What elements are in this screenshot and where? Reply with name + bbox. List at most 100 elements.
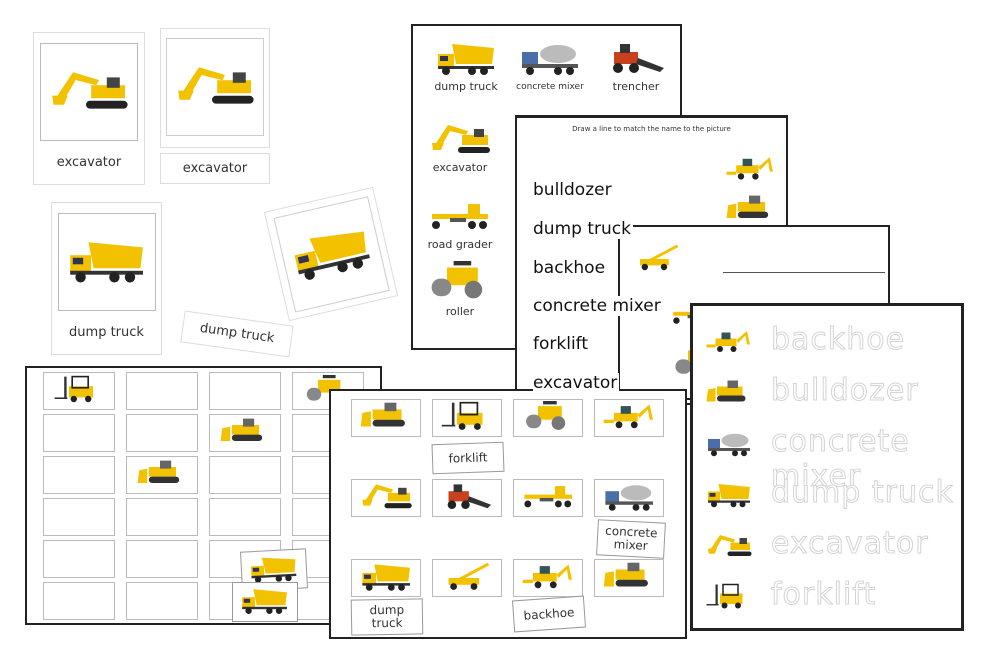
grid-cell[interactable]	[43, 540, 115, 578]
label-card-concrete-mixer[interactable]: concrete mixer	[596, 519, 666, 559]
item-label: concrete mixer	[516, 82, 584, 92]
label-card-forklift[interactable]: forklift	[431, 441, 505, 475]
item-label: roller	[445, 304, 475, 318]
card-label: dump truck	[69, 325, 144, 340]
tracing-word: dump truck	[771, 475, 954, 511]
dump-truck-icon	[248, 552, 301, 587]
item-dump-truck: dump truck	[421, 40, 511, 93]
grid-cell[interactable]	[43, 372, 115, 410]
crane-picture-cell[interactable]	[432, 559, 502, 597]
dump-truck-picture-card	[263, 186, 399, 322]
tracing-word: forklift	[770, 577, 877, 613]
item-label: road grader	[427, 238, 493, 251]
excavator-icon	[428, 121, 492, 161]
bulldozer-icon	[359, 401, 413, 436]
excavator-icon	[359, 481, 413, 516]
tracing-word: excavator	[771, 526, 929, 562]
concrete-mixer-picture	[705, 430, 753, 461]
item-road-grader: road grader	[415, 198, 505, 251]
item-label: trencher	[612, 80, 660, 93]
match-word: dump truck	[533, 219, 633, 239]
dump-truck-icon	[285, 220, 377, 288]
excavator-card: excavator	[33, 32, 145, 185]
concrete-mixer-icon	[602, 481, 656, 516]
dump-truck-picture-card[interactable]	[239, 548, 309, 592]
dump-truck-label-card: dump truck	[180, 310, 294, 358]
label-matching-sheet: forklift concrete mixer dump truck backh…	[329, 389, 687, 639]
excavator-picture	[166, 38, 264, 136]
dump-truck-picture	[58, 213, 156, 311]
bulldozer-picture	[705, 379, 753, 410]
backhoe-picture	[725, 154, 776, 187]
concrete-mixer-icon	[518, 40, 582, 80]
roller-icon	[425, 261, 495, 305]
label-card-backhoe[interactable]: backhoe	[511, 595, 587, 633]
road-grader-picture-cell[interactable]	[513, 479, 583, 517]
match-word: concrete mixer	[533, 296, 663, 316]
grid-cell[interactable]	[43, 498, 115, 536]
backhoe-icon	[602, 401, 656, 436]
dump-truck-icon	[239, 586, 290, 619]
concrete-mixer-picture-cell[interactable]	[594, 479, 664, 517]
grid-cell[interactable]	[209, 372, 281, 410]
tracing-word: concrete mixer	[771, 424, 910, 495]
forklift-icon	[440, 401, 494, 436]
dump-truck-picture-cell[interactable]	[351, 559, 421, 597]
bulldozer-icon	[219, 417, 270, 450]
card-label: excavator	[182, 161, 248, 176]
match-word: bulldozer	[533, 180, 614, 200]
backhoe-picture-cell[interactable]	[594, 399, 664, 437]
grid-cell[interactable]	[209, 414, 281, 452]
grid-cell[interactable]	[126, 372, 198, 410]
trencher-icon	[440, 481, 494, 516]
backhoe-picture	[705, 328, 753, 359]
grid-cell[interactable]	[43, 582, 115, 620]
bulldozer-picture	[725, 194, 776, 227]
bulldozer-icon	[136, 459, 187, 492]
grid-cell[interactable]	[126, 414, 198, 452]
item-roller: roller	[415, 261, 505, 318]
item-excavator: excavator	[415, 121, 505, 174]
dump-truck-card: dump truck	[51, 202, 162, 355]
trencher-icon	[604, 40, 668, 80]
label-card-dump-truck[interactable]: dump truck	[350, 598, 424, 636]
dump-truck-icon	[434, 40, 498, 80]
dump-truck-picture-card[interactable]	[232, 582, 298, 622]
dump-truck-icon	[65, 237, 148, 288]
road-grader-icon	[428, 198, 492, 238]
bulldozer-picture-cell[interactable]	[594, 559, 664, 597]
grid-cell[interactable]	[126, 456, 198, 494]
grid-cell[interactable]	[126, 582, 198, 620]
dump-truck-picture	[705, 481, 753, 512]
grid-cell[interactable]	[43, 456, 115, 494]
tracing-word: bulldozer	[771, 373, 919, 409]
item-concrete-mixer: concrete mixer	[505, 40, 595, 92]
match-word: excavator	[533, 373, 620, 393]
forklift-picture-cell[interactable]	[432, 399, 502, 437]
card-label: excavator	[56, 155, 122, 170]
grid-cell[interactable]	[43, 414, 115, 452]
excavator-picture	[705, 532, 753, 563]
grid-cell[interactable]	[209, 498, 281, 536]
crane-icon	[440, 561, 494, 596]
writing-line[interactable]	[723, 272, 885, 273]
dump-truck-icon	[359, 561, 413, 596]
grid-cell[interactable]	[126, 498, 198, 536]
item-label: dump truck	[434, 80, 498, 93]
roller-icon	[521, 400, 575, 436]
card-label: dump truck	[198, 320, 276, 347]
grid-cell[interactable]	[126, 540, 198, 578]
grid-cell[interactable]	[209, 456, 281, 494]
crane-picture	[632, 243, 683, 276]
trencher-picture-cell[interactable]	[432, 479, 502, 517]
excavator-picture-card	[160, 28, 270, 148]
excavator-picture-cell[interactable]	[351, 479, 421, 517]
backhoe-picture-cell[interactable]	[513, 559, 583, 597]
bulldozer-picture-cell[interactable]	[351, 399, 421, 437]
dump-truck-picture	[273, 196, 390, 313]
tracing-word: backhoe	[770, 322, 906, 358]
forklift-picture	[705, 583, 753, 614]
roller-picture-cell[interactable]	[513, 399, 583, 437]
sheet-instructions: Draw a line to match the name to the pic…	[572, 125, 731, 133]
